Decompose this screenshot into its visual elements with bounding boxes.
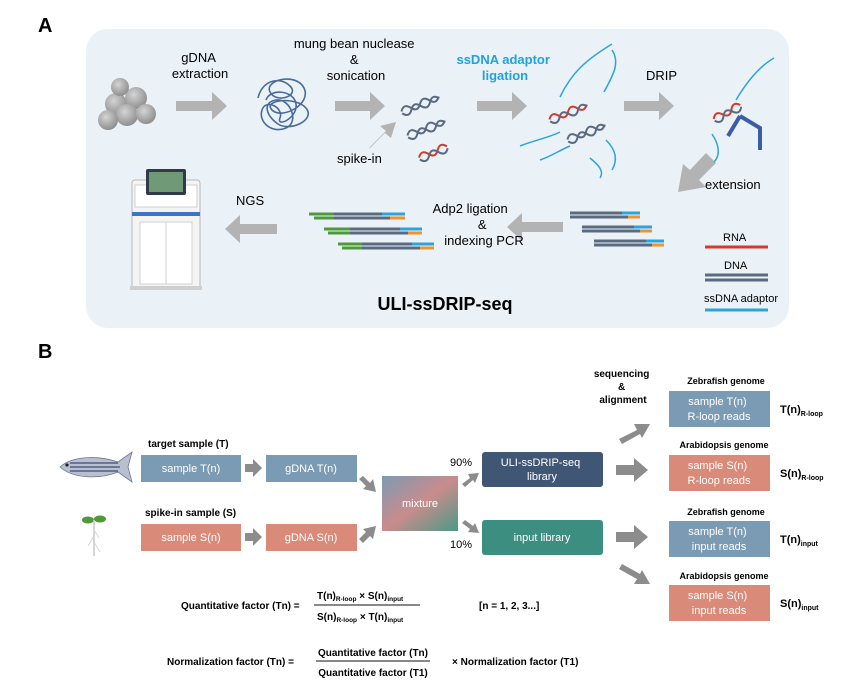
output-genome-label: Arabidopsis genome (679, 440, 768, 450)
panel-a-title: ULI-ssDRIP-seq (377, 294, 512, 314)
arrow-icon (619, 564, 650, 584)
panel-b-label: B (38, 341, 52, 363)
input-library-label: input library (514, 532, 571, 544)
sequencer-icon (130, 169, 202, 290)
pct-10-label: 10% (450, 539, 472, 551)
seedling-icon (82, 515, 106, 556)
gdna-s-box-label: gDNA S(n) (285, 532, 338, 544)
gdna-t-box-label: gDNA T(n) (285, 463, 337, 475)
output-variable: S(n)input (780, 598, 819, 612)
extension-arrow-icon (678, 153, 716, 192)
arrow-icon (176, 92, 227, 120)
mixture-box (382, 476, 458, 531)
ligated-dna-icon (519, 43, 617, 179)
output-box-label: sample T(n) R-loop reads (688, 396, 751, 423)
gdna-t-box (266, 455, 357, 482)
spike-in-arrow-icon (369, 122, 396, 149)
arrow-icon (245, 459, 262, 477)
n-range-label: [n = 1, 2, 3...] (479, 601, 539, 612)
adp2-label: Adp2 ligation & indexing PCR (433, 201, 524, 248)
arrow-icon (225, 215, 277, 243)
sheared-dna-icon (400, 95, 449, 163)
panel-a-background (86, 29, 789, 328)
arrow-icon (462, 473, 479, 487)
output-box-label: sample T(n) input reads (688, 526, 750, 553)
uli-library-label: ULI-ssDRIP-seq library (501, 457, 584, 483)
final-library-icon (309, 212, 434, 250)
arrow-icon (507, 213, 563, 241)
gdna-extraction-label: gDNA extraction (172, 50, 228, 81)
output-variable: T(n)R-loop (780, 404, 823, 418)
sequencing-label: sequencing & alignment (594, 369, 652, 406)
sample-s-box (141, 524, 241, 551)
arrow-icon (477, 92, 527, 120)
arrow-icon (619, 424, 650, 444)
spike-in-label: spike-in (337, 151, 382, 166)
nf-denominator: Quantitative factor (T1) (318, 668, 427, 679)
arrow-icon (359, 476, 376, 492)
drip-antibody-icon (711, 57, 775, 163)
arrow-icon (245, 528, 262, 546)
legend-dna-label: DNA (724, 260, 748, 272)
output-variable: S(n)R-loop (780, 468, 824, 482)
pct-90-label: 90% (450, 457, 472, 469)
arrow-icon (624, 92, 674, 120)
output-box (669, 391, 770, 427)
uli-library-box (482, 452, 603, 487)
zebrafish-icon (59, 451, 133, 483)
output-box-label: sample S(n) R-loop reads (688, 460, 751, 487)
nf-label: Normalization factor (Tn) = (167, 657, 294, 668)
drip-label: DRIP (646, 68, 677, 83)
qf-numerator: T(n)R-loop × S(n)input (317, 591, 404, 603)
arrow-icon (359, 526, 376, 543)
sample-t-box-label: sample T(n) (162, 463, 220, 475)
sample-s-box-label: sample S(n) (161, 532, 220, 544)
extension-label: extension (705, 177, 761, 192)
target-sample-label: target sample (T) (148, 439, 229, 450)
gdna-s-box (266, 524, 357, 551)
output-box (669, 455, 770, 491)
nf-tail: × Normalization factor (T1) (452, 657, 578, 668)
mixture-label: mixture (402, 498, 438, 510)
output-genome-label: Arabidopsis genome (679, 571, 768, 581)
qf-label: Quantitative factor (Tn) = (181, 601, 300, 612)
arrow-icon (462, 520, 479, 533)
output-box-label: sample S(n) input reads (688, 590, 750, 617)
output-box (669, 585, 770, 621)
nf-numerator: Quantitative factor (Tn) (318, 648, 428, 659)
arrow-icon (335, 92, 385, 120)
genomic-dna-icon (257, 78, 309, 131)
output-variable: T(n)input (780, 534, 819, 548)
nuclease-label: mung bean nuclease & sonication (294, 36, 418, 83)
panel-a-label: A (38, 15, 52, 37)
extended-dna-icon (570, 211, 664, 247)
input-library-box (482, 520, 603, 555)
arrow-icon (616, 525, 648, 549)
legend-adaptor-label: ssDNA adaptor (704, 293, 778, 305)
output-box (669, 521, 770, 557)
legend-rna-label: RNA (723, 232, 747, 244)
sample-t-box (141, 455, 241, 482)
ngs-label: NGS (236, 193, 265, 208)
spike-sample-label: spike-in sample (S) (145, 508, 236, 519)
cells-icon (98, 78, 156, 130)
output-genome-label: Zebrafish genome (687, 376, 765, 386)
output-genome-label: Zebrafish genome (687, 507, 765, 517)
adaptor-ligation-label: ssDNA adaptor ligation (456, 52, 553, 83)
qf-denominator: S(n)R-loop × T(n)input (317, 612, 404, 624)
arrow-icon (616, 458, 648, 482)
